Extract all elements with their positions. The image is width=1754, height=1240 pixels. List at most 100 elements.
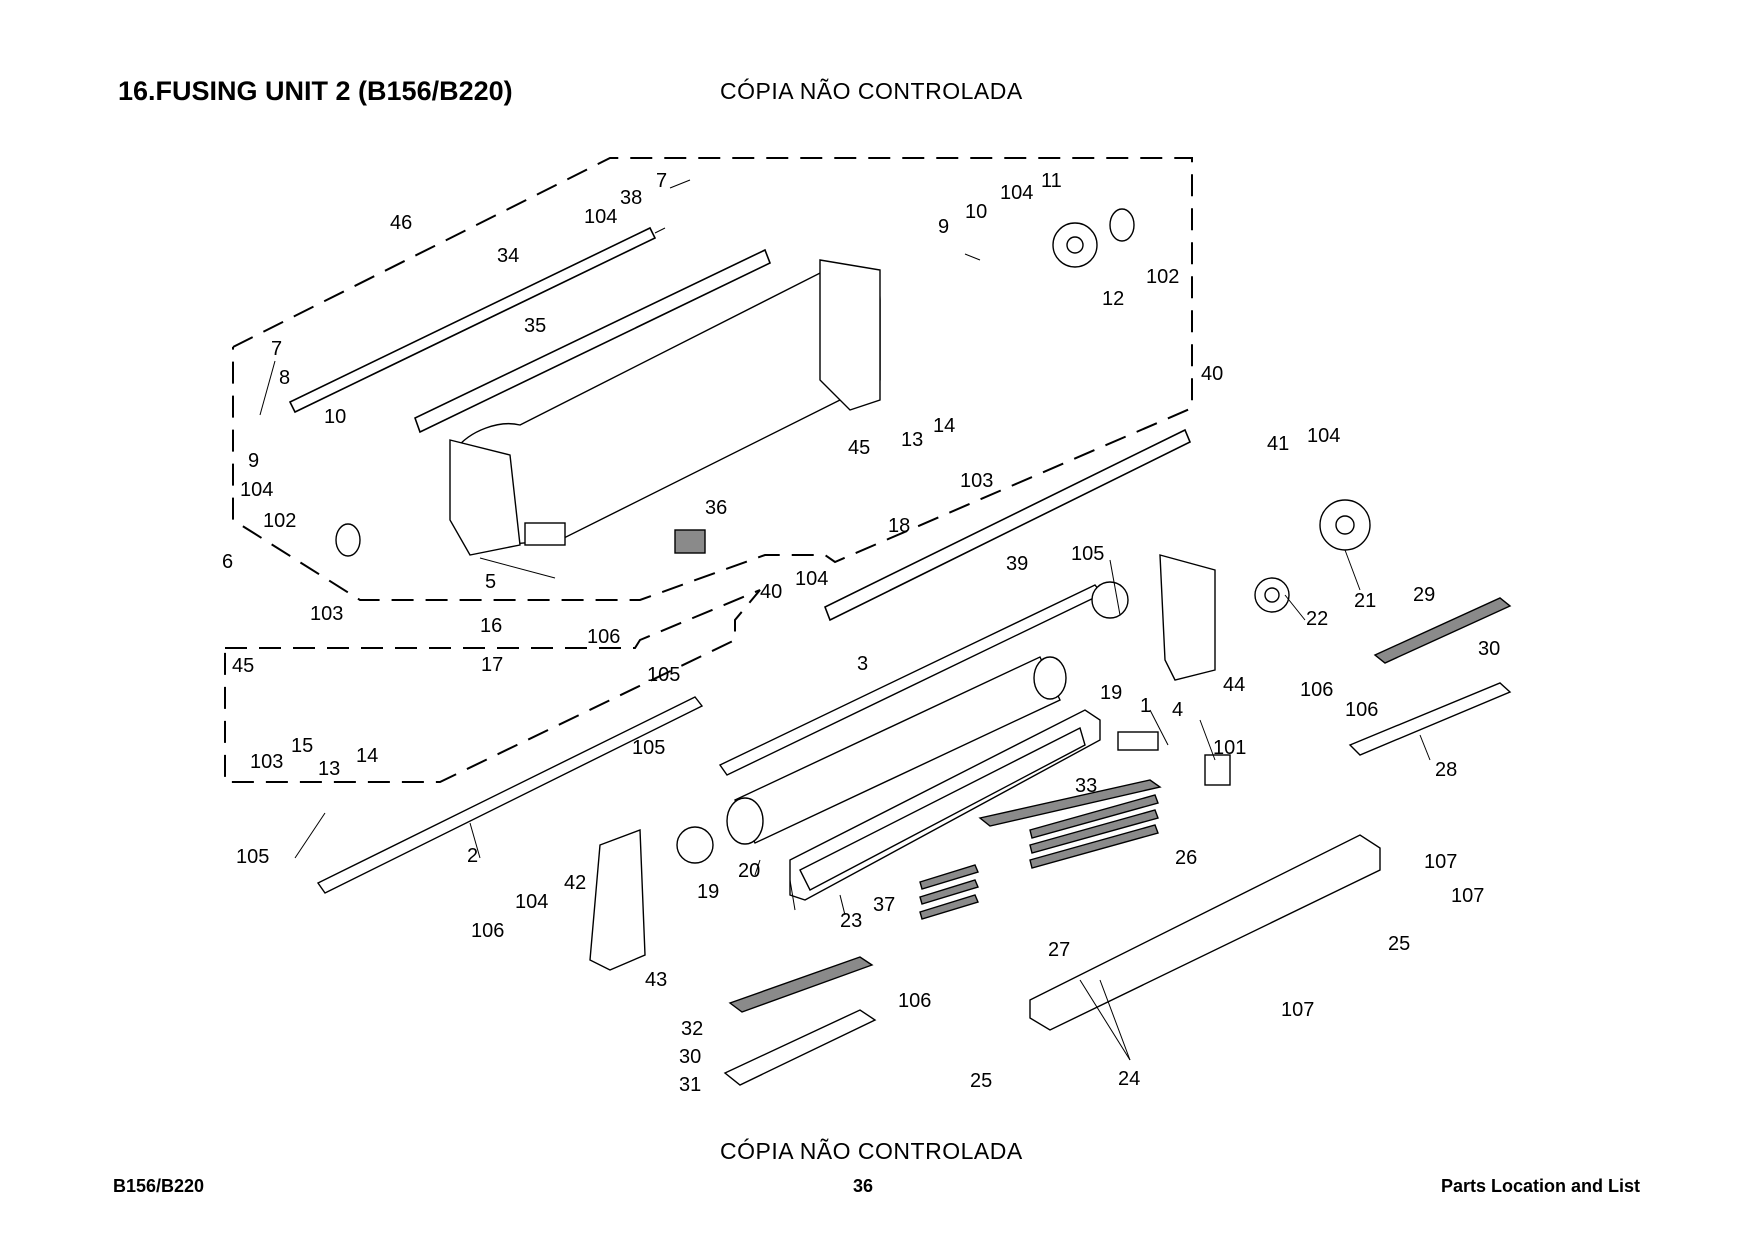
- callout-13b: 13: [901, 429, 923, 451]
- callout-105: 105: [1071, 543, 1104, 565]
- bushing-19-left: [676, 826, 714, 864]
- callout-20: 20: [738, 860, 760, 882]
- callout-43: 43: [645, 969, 667, 991]
- callout-104f: 104: [515, 891, 548, 913]
- callout-14b: 14: [933, 415, 955, 437]
- bushing-19-right: [1091, 581, 1129, 619]
- bracket-44: [1159, 554, 1216, 681]
- shaft-35: [414, 248, 772, 434]
- callout-30b: 30: [679, 1046, 701, 1068]
- ring-102-left: [335, 523, 361, 557]
- callout-5: 5: [485, 571, 496, 593]
- callout-39: 39: [1006, 553, 1028, 575]
- gray-plates: [919, 779, 1162, 920]
- bottom-rail-28: [1348, 597, 1512, 756]
- page-title: 16.FUSING UNIT 2 (B156/B220): [118, 76, 513, 106]
- callout-31: 31: [679, 1074, 701, 1096]
- callout-107b: 107: [1451, 885, 1484, 907]
- callout-16: 16: [480, 615, 502, 637]
- gear-21: [1319, 499, 1371, 551]
- callout-9: 9: [248, 450, 259, 472]
- callout-106c: 106: [1345, 699, 1378, 721]
- callout-42: 42: [564, 872, 586, 894]
- callout-104e: 104: [795, 568, 828, 590]
- callout-102: 102: [263, 510, 296, 532]
- fusing-roller-20: [726, 656, 1067, 845]
- callout-19: 19: [1100, 682, 1122, 704]
- callout-38: 38: [620, 187, 642, 209]
- callout-13: 13: [318, 758, 340, 780]
- callout-30: 30: [1478, 638, 1500, 660]
- callout-29: 29: [1413, 584, 1435, 606]
- assembly-outline-lower-left: [224, 589, 761, 783]
- callout-18: 18: [888, 515, 910, 537]
- callout-107: 107: [1424, 851, 1457, 873]
- callout-106e: 106: [898, 990, 931, 1012]
- footer-page-number: 36: [853, 1176, 874, 1196]
- callout-10: 10: [324, 406, 346, 428]
- callout-9b: 9: [938, 216, 949, 238]
- shaft-34: [288, 226, 666, 414]
- callout-28: 28: [1435, 759, 1457, 781]
- callout-8: 8: [279, 367, 290, 389]
- strip-plate-2: [316, 696, 704, 894]
- callout-22: 22: [1306, 608, 1328, 630]
- callout-36: 36: [705, 497, 727, 519]
- callout-14: 14: [356, 745, 378, 767]
- callout-21: 21: [1354, 590, 1376, 612]
- thermistor-1: [1117, 731, 1159, 751]
- callout-11: 11: [1041, 170, 1062, 192]
- watermark-bottom: CÓPIA NÃO CONTROLADA: [720, 1138, 1023, 1164]
- callout-106b: 106: [1300, 679, 1333, 701]
- callout-107c: 107: [1281, 999, 1314, 1021]
- callout-104: 104: [584, 206, 617, 228]
- connector-101: [1204, 754, 1231, 786]
- shaft-39: [823, 428, 1192, 622]
- callout-15: 15: [291, 735, 313, 757]
- callout-101: 101: [1213, 737, 1246, 759]
- callout-105b: 105: [647, 664, 680, 686]
- callout-32: 32: [681, 1018, 703, 1040]
- callout-7: 7: [271, 338, 282, 360]
- callout-34: 34: [497, 245, 519, 267]
- callout-106: 106: [587, 626, 620, 648]
- callout-102b: 102: [1146, 266, 1179, 288]
- callout-45b: 45: [848, 437, 870, 459]
- callout-1: 1: [1140, 695, 1151, 717]
- callout-27: 27: [1048, 939, 1070, 961]
- assembly-outline-46: [232, 157, 1193, 601]
- callout-104b: 104: [1000, 182, 1033, 204]
- callout-44: 44: [1223, 674, 1245, 696]
- callout-41: 41: [1267, 433, 1289, 455]
- callout-4: 4: [1172, 699, 1183, 721]
- bottom-rail-31: [723, 956, 877, 1086]
- callout-23: 23: [840, 910, 862, 932]
- callout-10b: 10: [965, 201, 987, 223]
- callout-40b: 40: [760, 581, 782, 603]
- callout-33: 33: [1075, 775, 1097, 797]
- bottom-rail-24: [1029, 834, 1381, 1031]
- callout-24: 24: [1118, 1068, 1140, 1090]
- callout-45: 45: [232, 655, 254, 677]
- callout-6: 6: [222, 551, 233, 573]
- sensor-5: [524, 522, 566, 546]
- callout-3: 3: [857, 653, 868, 675]
- gear-22: [1254, 577, 1290, 613]
- callout-104d: 104: [1307, 425, 1340, 447]
- gear-12: [1052, 222, 1098, 268]
- callout-35: 35: [524, 315, 546, 337]
- lower-cover-23: [789, 709, 1101, 901]
- callout-37: 37: [873, 894, 895, 916]
- callout-40: 40: [1201, 363, 1223, 385]
- callout-26: 26: [1175, 847, 1197, 869]
- callout-104c: 104: [240, 479, 273, 501]
- callout-106d: 106: [471, 920, 504, 942]
- callout-7b: 7: [656, 170, 667, 192]
- callout-105c: 105: [632, 737, 665, 759]
- footer-model: B156/B220: [113, 1176, 205, 1196]
- footer-section: Parts Location and List: [1440, 1176, 1640, 1196]
- callout-17: 17: [481, 654, 503, 676]
- callout-103b: 103: [250, 751, 283, 773]
- callout-labels: 1 2 3 4 5 6 7 7 8 9 9 10 10 11 12 13 13 …: [222, 170, 1500, 1096]
- callout-25: 25: [1388, 933, 1410, 955]
